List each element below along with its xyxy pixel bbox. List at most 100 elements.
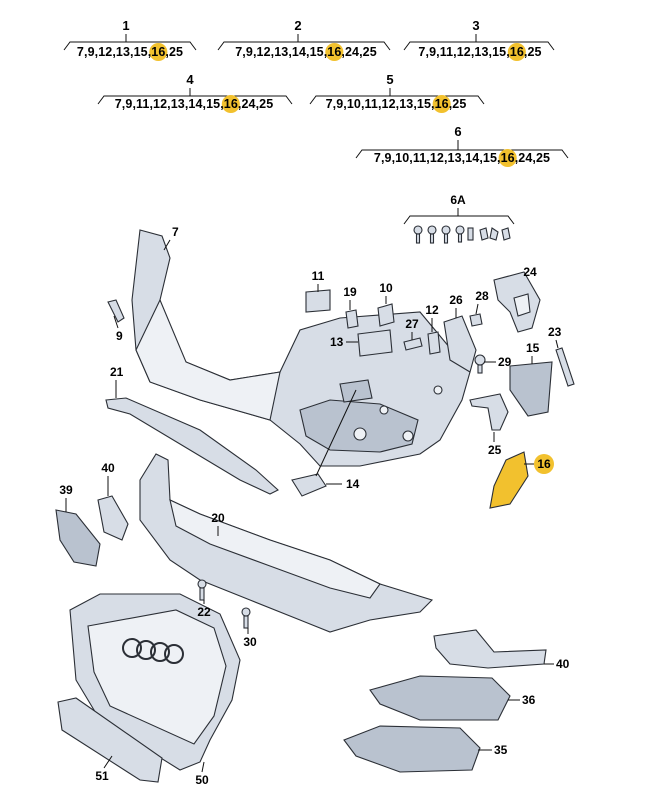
separator: ,	[185, 97, 189, 111]
part-number: 24	[241, 97, 255, 111]
highlighted-part-number: 16	[510, 45, 524, 59]
separator: ,	[288, 45, 292, 59]
part-number: 7	[326, 97, 333, 111]
assembly-part-list: 7,9,12,13,15,16,25	[77, 45, 183, 59]
part-number: 11	[413, 151, 426, 165]
part-number: 7	[77, 45, 84, 59]
part-number: 25	[527, 45, 541, 59]
part-number: 12	[457, 45, 471, 59]
separator: ,	[489, 45, 493, 59]
separator: ,	[256, 97, 260, 111]
separator: ,	[506, 45, 510, 59]
part-number: 9	[125, 97, 132, 111]
part-number: 9	[336, 97, 343, 111]
assembly-number: 1	[122, 18, 129, 33]
callout-40-left: 40	[101, 461, 115, 475]
assembly-part-list: 7,9,12,13,14,15,16,24,25	[235, 45, 377, 59]
part-number: 9	[246, 45, 253, 59]
bumper-cover	[131, 229, 471, 467]
part-40-right	[433, 629, 547, 669]
separator: ,	[132, 97, 136, 111]
screw-icon	[427, 225, 437, 244]
assembly-part-list: 7,9,10,11,12,13,14,15,16,24,25	[374, 151, 550, 165]
part-number: 11	[440, 45, 453, 59]
separator: ,	[306, 45, 310, 59]
separator: ,	[149, 97, 153, 111]
kit-6a: 6A	[403, 193, 515, 244]
assembly-part-list: 7,9,11,12,13,15,16,25	[418, 45, 541, 59]
assembly-1: 1 7,9,12,13,15,16,25	[63, 18, 197, 62]
highlight-disc	[498, 148, 517, 168]
highlight-disc	[149, 42, 168, 62]
screw-icon	[455, 225, 465, 243]
separator: ,	[95, 45, 99, 59]
separator: ,	[426, 151, 430, 165]
separator: ,	[392, 151, 396, 165]
callout-40-right: 40	[556, 657, 570, 671]
callout-39: 39	[59, 483, 73, 497]
part-number: 15	[206, 97, 220, 111]
separator: ,	[361, 97, 365, 111]
part-number: 13	[474, 45, 488, 59]
part-22	[197, 579, 207, 601]
callout-25: 25	[488, 443, 502, 457]
separator: ,	[497, 151, 501, 165]
callout-13: 13	[330, 335, 344, 349]
part-number: 14	[292, 45, 306, 59]
part-25	[469, 393, 509, 431]
separator: ,	[524, 45, 528, 59]
part-number: 7	[115, 97, 122, 111]
clip-icon	[467, 227, 474, 241]
separator: ,	[238, 97, 242, 111]
assembly-4: 4 7,9,11,12,13,14,15,16,24,25	[97, 72, 293, 114]
part-16	[489, 451, 529, 509]
assembly-number: 2	[294, 18, 301, 33]
part-number: 13	[171, 97, 185, 111]
part-24	[493, 271, 541, 333]
brand-logo	[122, 638, 184, 664]
separator: ,	[130, 45, 134, 59]
part-number: 14	[188, 97, 202, 111]
callout-36: 36	[522, 693, 536, 707]
separator: ,	[167, 97, 171, 111]
assembly-number: 3	[472, 18, 479, 33]
part-number: 14	[465, 151, 479, 165]
part-number: 24	[345, 45, 359, 59]
clip-icon	[501, 227, 511, 241]
callout-27: 27	[405, 317, 419, 331]
separator: ,	[343, 97, 347, 111]
separator: ,	[253, 45, 257, 59]
part-number: 7	[374, 151, 381, 165]
separator: ,	[341, 45, 345, 59]
assembly-number: 5	[386, 72, 393, 87]
highlight-disc	[432, 94, 451, 114]
separator: ,	[378, 97, 382, 111]
part-number: 25	[169, 45, 183, 59]
separator: ,	[122, 97, 126, 111]
assembly-6: 6 7,9,10,11,12,13,14,15,16,24,25	[355, 124, 569, 168]
callout-15: 15	[526, 341, 540, 355]
callout-23: 23	[548, 325, 562, 339]
callouts: 7 9 11 19 10 26 28 24 12 27 13 23 15 29 …	[59, 225, 569, 787]
part-15	[509, 361, 553, 417]
separator: ,	[359, 45, 363, 59]
separator: ,	[333, 97, 337, 111]
assembly-2: 2 7,9,12,13,14,15,16,24,25	[217, 18, 391, 62]
callout-11: 11	[312, 269, 325, 283]
part-number: 10	[347, 97, 361, 111]
assembly-part-list: 7,9,10,11,12,13,15,16,25	[326, 97, 467, 111]
separator: ,	[532, 151, 536, 165]
part-number: 12	[98, 45, 112, 59]
assembly-list: 1 7,9,12,13,15,16,25 2 7,9,12,13,14,15,1…	[63, 18, 569, 168]
callout-26: 26	[449, 293, 463, 307]
separator: ,	[413, 97, 417, 111]
part-21	[105, 397, 279, 495]
callout-28: 28	[475, 289, 489, 303]
callout-29: 29	[498, 355, 512, 369]
assembly-number: 6	[454, 124, 461, 139]
separator: ,	[431, 97, 435, 111]
part-20	[139, 453, 434, 633]
callout-35: 35	[494, 743, 508, 757]
part-40-left	[97, 495, 129, 541]
assembly-number: 4	[186, 72, 194, 87]
